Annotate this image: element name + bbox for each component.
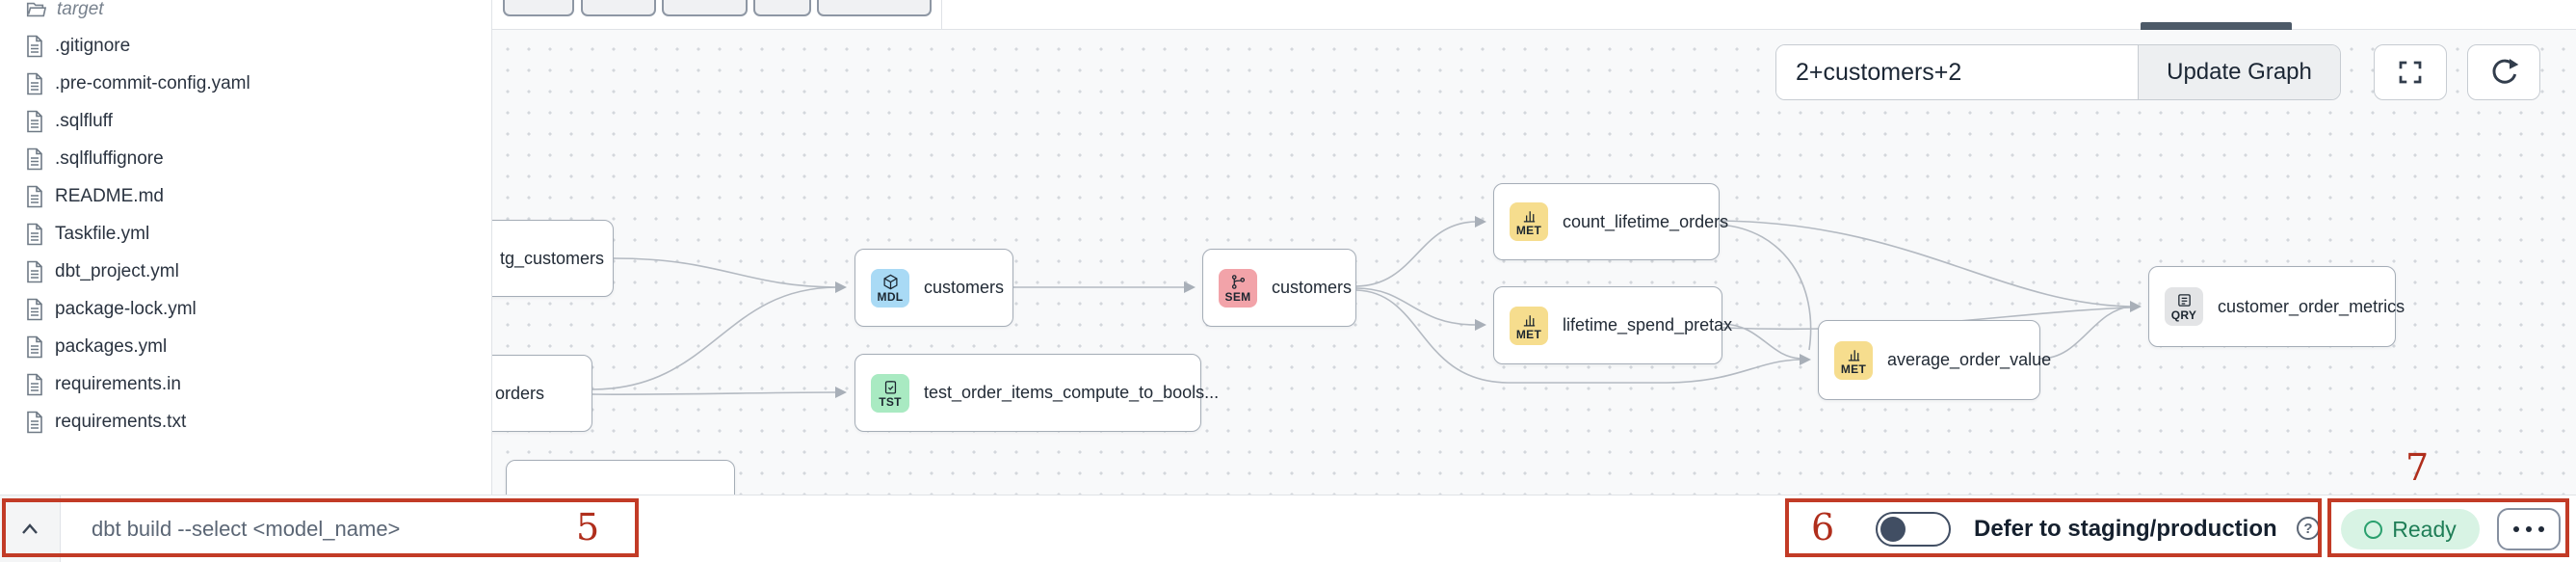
model-badge: MDL	[871, 268, 909, 308]
command-bar: Defer to staging/production ? Ready	[0, 495, 2576, 562]
bar-chart-icon	[1848, 349, 1859, 361]
toolbar-button-cut[interactable]	[753, 0, 811, 16]
file-icon	[27, 260, 42, 283]
semantic-badge: SEM	[1219, 268, 1257, 308]
toggle-knob	[1880, 516, 1906, 542]
node-customers-model[interactable]: MDL customers	[854, 249, 1013, 327]
clipboard-check-icon	[884, 380, 896, 394]
test-badge: TST	[871, 373, 909, 413]
node-test-order-items[interactable]: TST test_order_items_compute_to_bools...	[854, 354, 1219, 432]
refresh-icon	[2492, 59, 2519, 84]
status-badge-ready[interactable]: Ready	[2341, 509, 2480, 549]
query-icon	[2177, 294, 2191, 307]
metric-badge: MET	[1510, 306, 1548, 345]
node-label: orders	[495, 383, 545, 403]
defer-toggle[interactable]	[1876, 512, 1951, 547]
file-tree-item[interactable]: packages.yml	[0, 329, 491, 365]
active-tab-indicator[interactable]	[2141, 22, 2292, 30]
status-circle-icon	[2364, 520, 2383, 539]
bar-chart-icon	[1523, 211, 1535, 223]
node-label: customers	[1272, 278, 1353, 297]
node-label: tg_customers	[500, 248, 605, 268]
overflow-menu-button[interactable]	[2497, 508, 2561, 550]
node-label: test_order_items_compute_to_bools...	[924, 383, 1220, 402]
metric-badge: MET	[1834, 340, 1873, 380]
cube-icon	[882, 274, 898, 289]
node-customer-order-metrics[interactable]: QRY customer_order_metrics	[2148, 266, 2405, 347]
branch-icon	[1231, 274, 1245, 289]
toolbar-button-cut[interactable]	[581, 0, 656, 16]
panel-divider	[941, 0, 942, 29]
file-icon	[27, 35, 42, 58]
fullscreen-icon	[2399, 61, 2422, 84]
file-tree-item[interactable]: .sqlfluff	[0, 103, 491, 140]
file-tree-item[interactable]: Taskfile.yml	[0, 216, 491, 253]
file-icon	[27, 223, 42, 246]
node-lifetime-spend-pretax[interactable]: MET lifetime_spend_pretax	[1493, 286, 1732, 364]
file-tree-item[interactable]: README.md	[0, 178, 491, 215]
node-label: customers	[924, 278, 1005, 297]
toolbar-button-cut[interactable]	[817, 0, 932, 16]
dbt-command-input[interactable]	[90, 503, 594, 555]
graph-selector-input[interactable]	[1776, 45, 2138, 99]
file-icon	[27, 147, 42, 171]
node-label: customer_order_metrics	[2218, 296, 2405, 316]
ellipsis-icon	[2513, 526, 2519, 532]
query-badge: QRY	[2165, 287, 2203, 326]
help-icon[interactable]: ?	[2297, 517, 2320, 540]
file-icon	[27, 110, 42, 133]
node-average-order-value[interactable]: MET average_order_value	[1818, 320, 2051, 400]
folder-icon	[26, 2, 46, 17]
file-icon	[27, 411, 42, 434]
file-tree-item[interactable]: requirements.in	[0, 366, 491, 403]
expand-panel-button[interactable]	[0, 495, 61, 562]
file-icon	[27, 72, 42, 95]
file-tree-item[interactable]: dbt_project.yml	[0, 254, 491, 290]
bar-chart-icon	[1523, 314, 1535, 327]
graph-selector-group: Update Graph	[1775, 44, 2341, 100]
update-graph-button[interactable]: Update Graph	[2138, 45, 2340, 99]
node-customers-semantic[interactable]: SEM customers	[1202, 249, 1356, 327]
file-tree-item[interactable]: .pre-commit-config.yaml	[0, 66, 491, 102]
refresh-button[interactable]	[2467, 44, 2540, 100]
chevron-up-icon	[22, 522, 38, 534]
node-label: average_order_value	[1887, 350, 2052, 369]
node-label: lifetime_spend_pretax	[1563, 315, 1733, 335]
node-label: count_lifetime_orders	[1563, 211, 1729, 231]
lineage-canvas[interactable]	[491, 29, 2576, 495]
file-tree-folder-target[interactable]: target	[0, 0, 491, 28]
file-tree-item[interactable]: package-lock.yml	[0, 291, 491, 328]
toolbar-button-cut[interactable]	[503, 0, 574, 16]
file-tree-item[interactable]: requirements.txt	[0, 404, 491, 441]
node-count-lifetime-orders[interactable]: MET count_lifetime_orders	[1493, 183, 1728, 260]
file-tree-item[interactable]: .gitignore	[0, 28, 491, 65]
file-icon	[27, 373, 42, 396]
defer-label: Defer to staging/production	[1974, 515, 2277, 542]
metric-badge: MET	[1510, 202, 1548, 241]
file-icon	[27, 298, 42, 321]
file-tree-sidebar: target .gitignore .pre-commit-config.yam…	[0, 0, 492, 495]
file-icon	[27, 185, 42, 208]
file-icon	[27, 335, 42, 359]
toolbar-button-cut[interactable]	[662, 0, 748, 16]
fullscreen-button[interactable]	[2374, 44, 2447, 100]
file-tree-item[interactable]: .sqlfluffignore	[0, 141, 491, 177]
